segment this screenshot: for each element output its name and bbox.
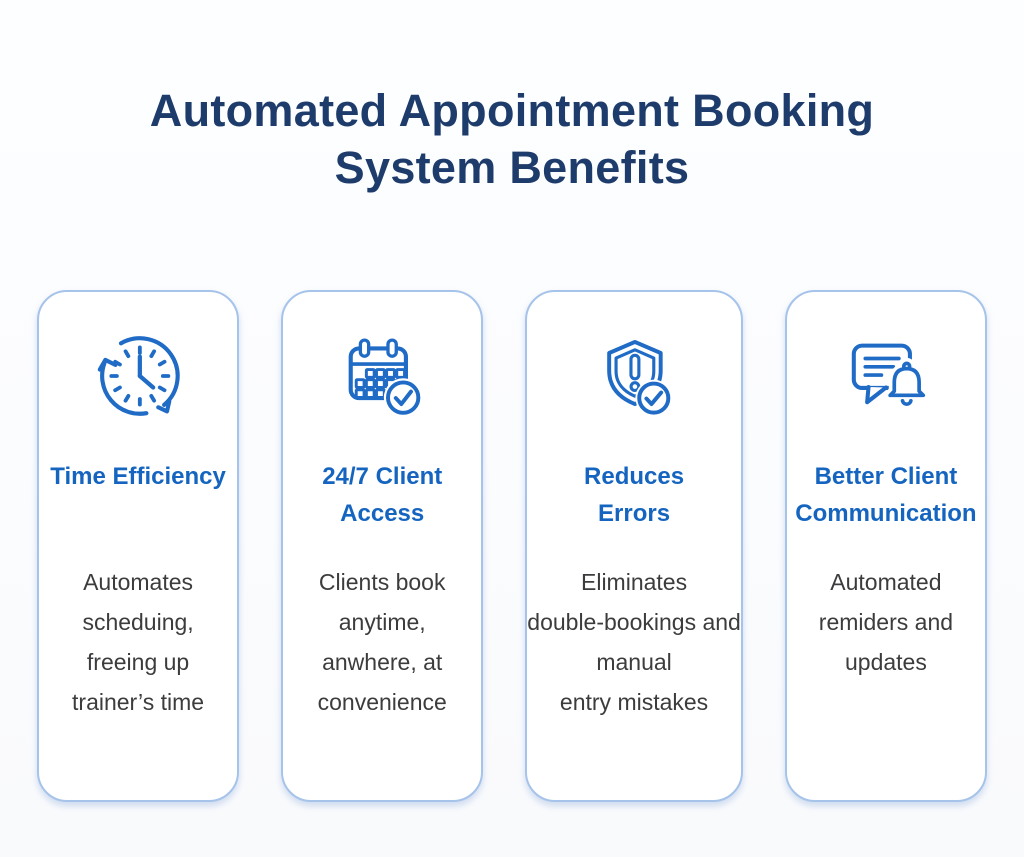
card-heading-line: Time Efficiency — [50, 463, 226, 490]
chat-bell-icon — [851, 343, 929, 410]
card-icon-box — [336, 330, 428, 422]
card-heading-line: 24/7 Client — [322, 463, 443, 490]
card-description-line: trainer’s time — [72, 689, 205, 715]
card-description: Clients book anytime, anwhere, at convenien… — [318, 562, 447, 722]
benefit-cards-row: Time Efficiency Automates scheduing, freei… — [0, 290, 1024, 802]
card-description-line: entry mistakes — [559, 689, 709, 715]
card-description-line: double-bookings and — [527, 609, 741, 635]
card-description-line: updates — [844, 649, 927, 675]
card-icon-box — [840, 330, 932, 422]
card-heading: Time Efficiency — [50, 458, 226, 534]
clock-refresh-icon — [97, 336, 180, 416]
calendar-check-icon — [348, 338, 423, 417]
card-description-line: scheduing, — [82, 609, 194, 635]
card-description-line: Automated — [830, 569, 942, 595]
card-description: Automates scheduing, freeing up trainer’s t… — [72, 562, 204, 722]
card-icon-box — [588, 330, 680, 422]
card-description: Automated remiders and updates — [819, 562, 953, 682]
card-description-line: Clients book — [318, 569, 446, 595]
card-description-line: freeing up — [86, 649, 190, 675]
card-description-line: manual — [596, 649, 672, 675]
card-description-line: Automates — [83, 569, 194, 595]
card-heading-line: Communication — [795, 500, 977, 527]
card-heading-line: Reduces — [584, 463, 685, 490]
card-description-line: remiders and — [818, 609, 954, 635]
card-description-line: anytime, — [338, 609, 426, 635]
benefits-infographic: Automated Appointment Booking System Ben… — [0, 0, 1024, 802]
page-title: Automated Appointment Booking System Ben… — [0, 0, 1024, 196]
card-description-line: convenience — [317, 689, 447, 715]
card-description-line: anwhere, at — [322, 649, 443, 675]
page-title-line-2: System Benefits — [334, 142, 690, 193]
card-heading-line: Access — [340, 500, 425, 527]
card-description: Eliminates double-bookings and manual entry… — [527, 562, 741, 722]
page-title-line-1: Automated Appointment Booking — [149, 85, 875, 136]
card-heading-line: Better Client — [814, 463, 958, 490]
card-description-line: Eliminates — [581, 569, 688, 595]
shield-alert-check-icon — [607, 339, 673, 417]
card-heading-line: Errors — [598, 500, 671, 527]
card-icon-box — [92, 330, 184, 422]
benefit-card-time-efficiency: Time Efficiency Automates scheduing, freei… — [37, 290, 240, 802]
